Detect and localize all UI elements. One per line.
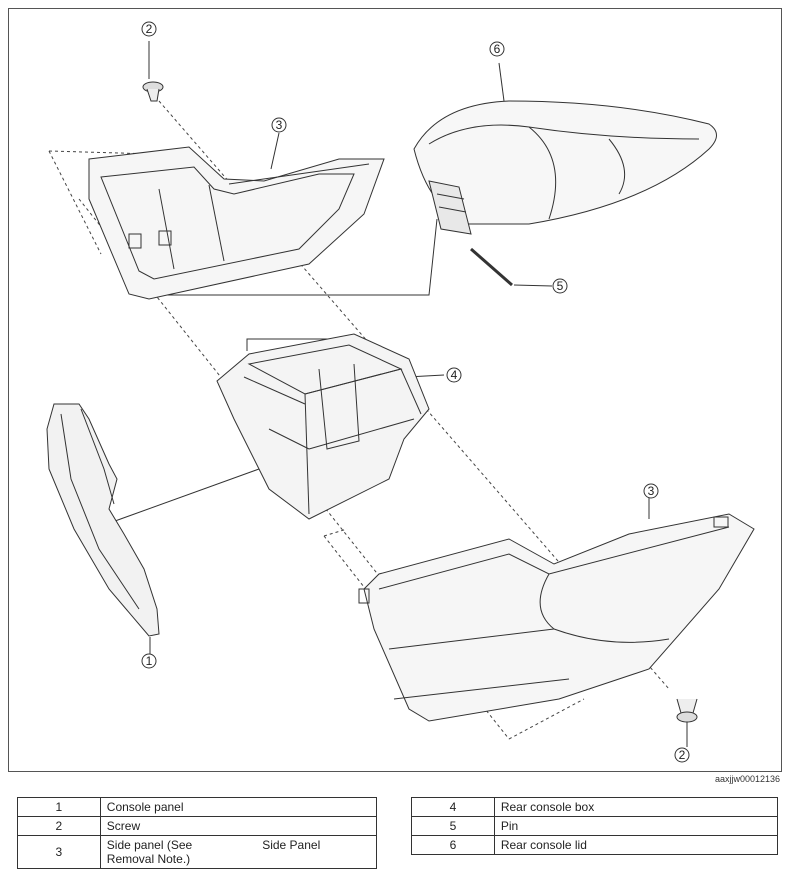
part-description: Rear console lid: [493, 835, 779, 855]
exploded-view-drawing: 2 6 3 5 4 3 1 2: [46, 21, 755, 763]
description-text: Removal Note.): [106, 852, 191, 866]
legend-row: 1 Console panel: [17, 797, 378, 817]
figure-code: aaxjjw00012136: [714, 774, 780, 784]
callout-6: 6: [494, 42, 501, 56]
side-panel-upper: [88, 146, 385, 300]
callout-circles: [141, 21, 690, 763]
screw-top: [142, 41, 164, 102]
callout-5: 5: [557, 279, 564, 293]
part-number: 3: [17, 835, 101, 869]
part-number: 5: [411, 816, 495, 836]
description-text: Side panel (See: [106, 838, 193, 852]
side-panel-removal-link[interactable]: Side Panel: [262, 838, 321, 852]
callout-2-top: 2: [146, 22, 153, 36]
part-number: 6: [411, 835, 495, 855]
parts-legend-right: 4 Rear console box 5 Pin 6 Rear console …: [411, 797, 779, 855]
pin: [470, 247, 513, 287]
part-number: 1: [17, 797, 101, 817]
screw-bottom: [676, 698, 698, 747]
part-description: Rear console box: [493, 797, 779, 817]
side-panel-lower: [358, 513, 755, 722]
leader-lines: [103, 62, 650, 654]
part-description: Pin: [493, 816, 779, 836]
part-description: Console panel: [99, 797, 378, 817]
part-description: Side panel (See Side Panel Removal Note.): [99, 835, 378, 869]
legend-row: 6 Rear console lid: [411, 835, 779, 855]
exploded-view-figure: 2 6 3 5 4 3 1 2: [8, 8, 782, 772]
legend-row: 5 Pin: [411, 816, 779, 836]
callout-3-top: 3: [276, 118, 283, 132]
part-number: 2: [17, 816, 101, 836]
rear-console-lid: [413, 100, 717, 235]
callout-3-bottom: 3: [648, 484, 655, 498]
legend-row: 3 Side panel (See Side Panel Removal Note…: [17, 835, 378, 869]
callout-4: 4: [451, 368, 458, 382]
parts-legend-left: 1 Console panel 2 Screw 3 Side panel (Se…: [17, 797, 378, 869]
part-description: Screw: [99, 816, 378, 836]
part-number: 4: [411, 797, 495, 817]
legend-row: 4 Rear console box: [411, 797, 779, 817]
callout-2-bottom: 2: [679, 748, 686, 762]
callout-1: 1: [146, 654, 153, 668]
console-panel: [46, 403, 160, 637]
legend-row: 2 Screw: [17, 816, 378, 836]
rear-console-box: [216, 333, 430, 520]
